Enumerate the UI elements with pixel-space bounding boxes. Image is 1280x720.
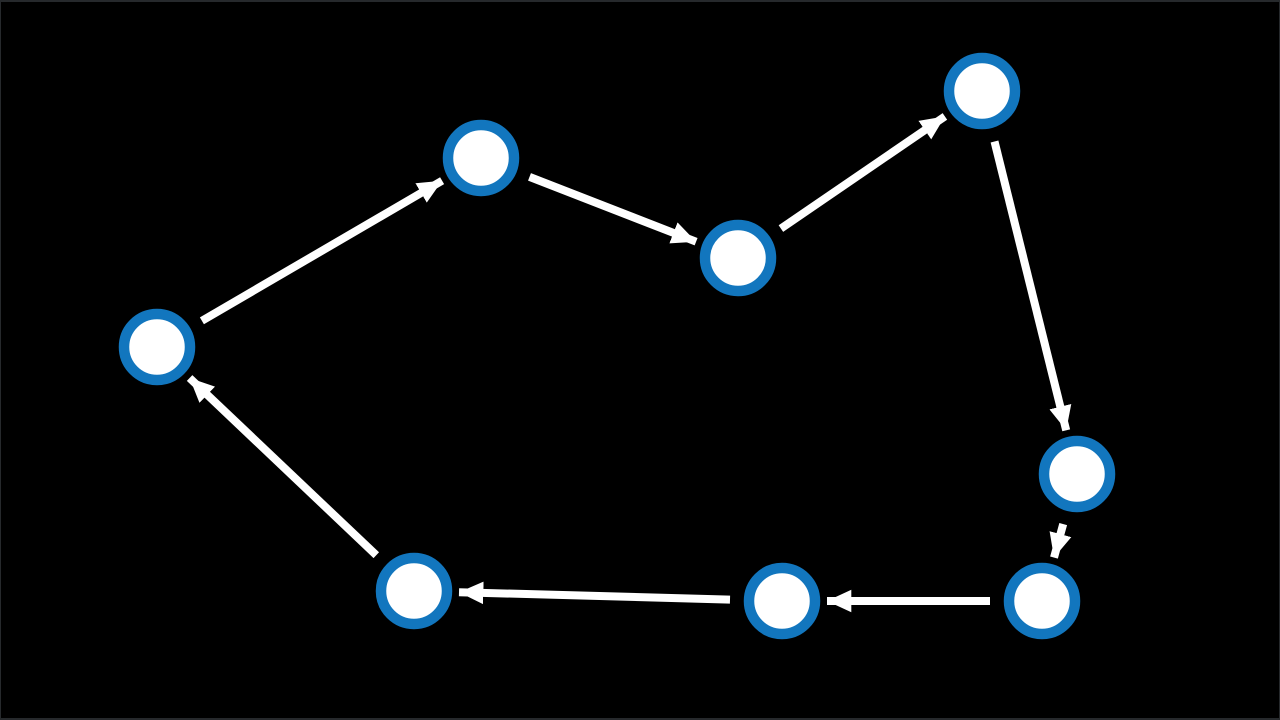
node-top-middle [699, 219, 777, 297]
node-bottom-middle [743, 562, 821, 640]
graph-edge-n8-n1 [186, 375, 380, 559]
node-right [1038, 435, 1116, 513]
graph-edge-n4-n5 [990, 140, 1072, 432]
graph-nodes [118, 52, 1116, 640]
node-bottom-left [375, 552, 453, 630]
graph-edge-n3-n4 [778, 113, 948, 232]
graph-edge-n7-n8 [458, 581, 731, 605]
graph-edges [186, 113, 1072, 613]
node-top-right [943, 52, 1021, 130]
graph-edge-n2-n3 [528, 173, 698, 246]
graph-edge-n1-n2 [199, 177, 445, 325]
graph-edge-n5-n6 [1049, 523, 1072, 559]
node-upper-left [442, 119, 520, 197]
node-left [118, 308, 196, 386]
node-bottom-right [1003, 562, 1081, 640]
